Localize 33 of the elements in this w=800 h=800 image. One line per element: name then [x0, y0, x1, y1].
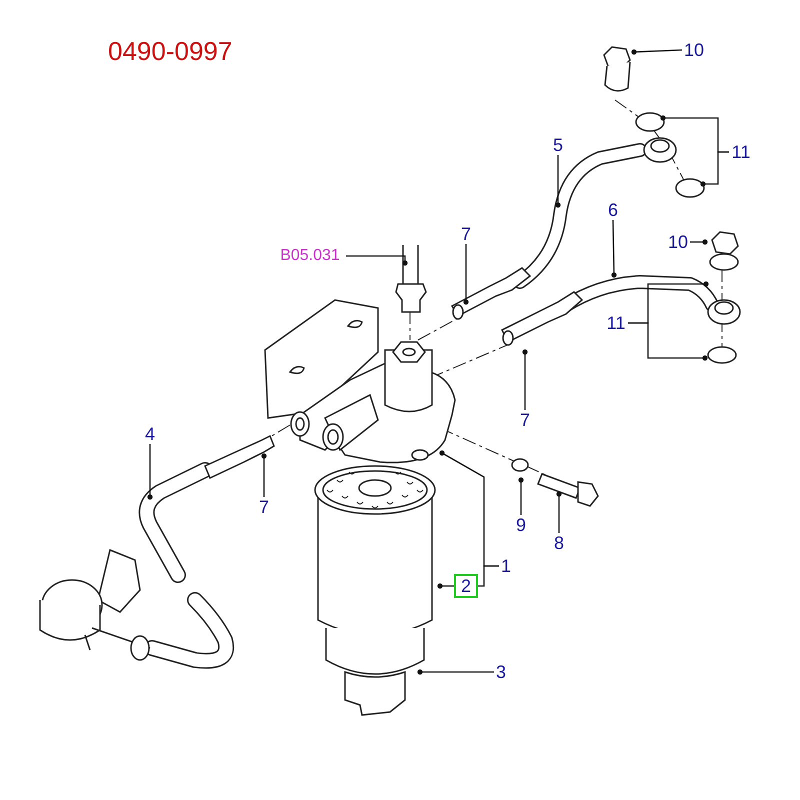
callout-number: 3 — [494, 662, 508, 682]
callout-number: 10 — [682, 40, 706, 60]
callout-number: 8 — [552, 533, 566, 553]
leader-line — [555, 155, 561, 208]
callout-number: 1 — [499, 556, 513, 576]
leader-line — [522, 349, 528, 410]
leader-line — [261, 453, 267, 497]
callout-number: 10 — [666, 232, 690, 252]
callout-number: 7 — [518, 410, 532, 430]
part-number-title: 0490-0997 — [108, 36, 232, 66]
callout-number: 9 — [514, 515, 528, 535]
reference-label: B05.031 — [274, 246, 346, 266]
callout-number: 7 — [459, 224, 473, 244]
leader-line — [700, 151, 729, 187]
leader-line — [437, 583, 454, 589]
leader-line — [463, 244, 469, 305]
callout-number: 7 — [257, 497, 271, 517]
callout-number: 11 — [729, 142, 753, 162]
leader-line — [478, 565, 499, 587]
leader-line — [556, 491, 562, 533]
leader-line — [147, 444, 153, 500]
leader-line — [346, 255, 408, 266]
leader-line — [628, 322, 708, 361]
highlighted-callout-number: 2 — [454, 574, 478, 598]
leader-line — [611, 220, 617, 278]
leader-line — [631, 49, 682, 55]
callout-number: 5 — [551, 135, 565, 155]
leader-line — [417, 669, 494, 675]
callout-number: 11 — [604, 313, 628, 333]
callout-number: 6 — [606, 200, 620, 220]
callout-number: 4 — [143, 424, 157, 444]
leader-line — [518, 477, 524, 515]
leader-line — [690, 239, 708, 245]
